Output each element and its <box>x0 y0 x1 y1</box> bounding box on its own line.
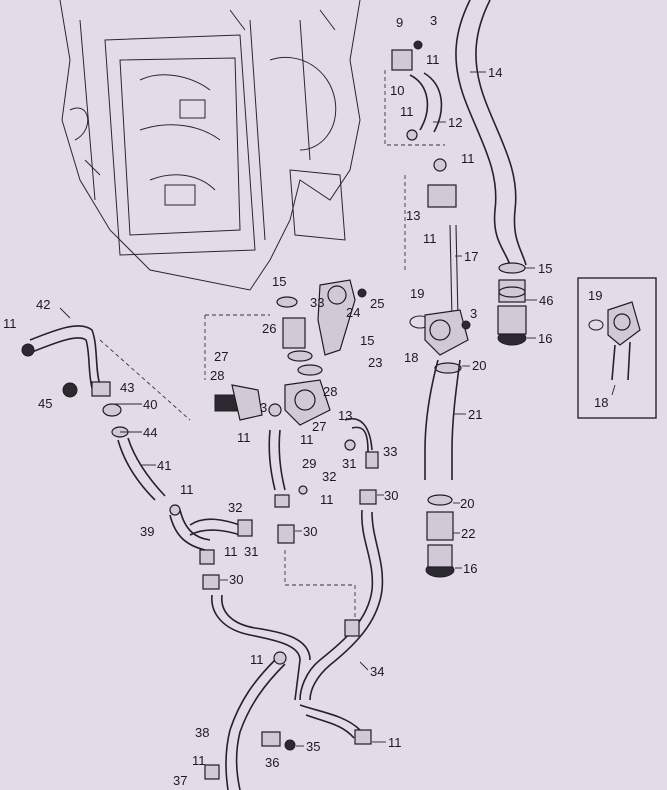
callout-15: 15 <box>538 261 552 276</box>
leader-dashed <box>99 175 406 421</box>
fittings-30 <box>202 489 377 590</box>
callout-40: 40 <box>143 397 157 412</box>
callout-19-inset: 19 <box>588 288 602 303</box>
callout-17: 17 <box>464 249 478 264</box>
callout-9: 9 <box>396 15 403 30</box>
callout-22: 22 <box>461 526 475 541</box>
callout-23: 23 <box>368 355 382 370</box>
callout-19: 19 <box>410 286 424 301</box>
callout-11: 11 <box>224 544 238 559</box>
callout-39: 39 <box>140 524 154 539</box>
callout-25: 25 <box>370 296 384 311</box>
callout-13: 13 <box>406 208 420 223</box>
hose-34 <box>211 509 384 745</box>
callout-10: 10 <box>390 83 404 98</box>
callout-41: 41 <box>157 458 171 473</box>
callout-15: 15 <box>360 333 374 348</box>
callout-34: 34 <box>370 664 384 679</box>
clamp-stack-right <box>497 262 527 346</box>
callout-30: 30 <box>229 572 243 587</box>
callout-36: 36 <box>265 755 279 770</box>
top-fitting <box>391 40 443 141</box>
callout-31: 31 <box>244 544 258 559</box>
callout-11: 11 <box>426 52 440 67</box>
callout-33: 33 <box>310 295 324 310</box>
callout-14: 14 <box>488 65 502 80</box>
callout-11: 11 <box>300 432 314 447</box>
fittings-35-36 <box>261 731 296 751</box>
callout-11: 11 <box>250 652 264 667</box>
callout-11: 11 <box>388 735 402 750</box>
callout-16: 16 <box>463 561 477 576</box>
callout-44: 44 <box>143 425 157 440</box>
engine-block <box>59 0 361 291</box>
callout-21: 21 <box>468 407 482 422</box>
callout-20: 20 <box>472 358 486 373</box>
callout-45: 45 <box>38 396 52 411</box>
callout-18-inset: 18 <box>594 395 608 410</box>
callout-43: 43 <box>120 380 134 395</box>
callout-32: 32 <box>228 500 242 515</box>
callout-11: 11 <box>180 482 194 497</box>
group-outline-top <box>384 70 445 146</box>
center-housings <box>276 279 367 426</box>
small-hoses-center <box>268 418 379 508</box>
group-outline-mid <box>204 314 270 380</box>
callout-28: 28 <box>323 384 337 399</box>
callout-26: 26 <box>262 321 276 336</box>
thermostat-housing <box>409 309 471 356</box>
callout-11: 11 <box>192 753 206 768</box>
callout-15: 15 <box>272 274 286 289</box>
callout-27: 27 <box>214 349 228 364</box>
callout-11: 11 <box>3 316 17 331</box>
callout-11: 11 <box>423 231 437 246</box>
sensor-assembly <box>427 158 459 321</box>
callout-29: 29 <box>302 456 316 471</box>
callout-35: 35 <box>306 739 320 754</box>
callout-18: 18 <box>404 350 418 365</box>
lower-left-hoses <box>204 651 287 790</box>
callout-3: 3 <box>470 306 477 321</box>
hose-41-left <box>21 325 166 501</box>
callout-11: 11 <box>461 151 475 166</box>
callout-31: 31 <box>342 456 356 471</box>
callout-11: 11 <box>400 104 414 119</box>
group-outline-low <box>284 550 356 620</box>
callout-13: 13 <box>338 408 352 423</box>
callout-32: 32 <box>322 469 336 484</box>
callout-28: 28 <box>210 368 224 383</box>
hose-21 <box>424 359 462 578</box>
hose-39 <box>169 504 253 565</box>
callout-27: 27 <box>312 419 326 434</box>
callout-46: 46 <box>539 293 553 308</box>
callout-37: 37 <box>173 773 187 788</box>
callout-33: 33 <box>383 444 397 459</box>
callout-11: 11 <box>237 430 251 445</box>
callout-16: 16 <box>538 331 552 346</box>
callout-20: 20 <box>460 496 474 511</box>
hose-14 <box>455 0 511 266</box>
callout-3: 3 <box>260 400 267 415</box>
callout-3: 3 <box>430 13 437 28</box>
inset-detail-box <box>577 277 657 419</box>
callout-30: 30 <box>384 488 398 503</box>
callout-12: 12 <box>448 115 462 130</box>
leader-lines <box>59 71 616 747</box>
callout-38: 38 <box>195 725 209 740</box>
callout-24: 24 <box>346 305 360 320</box>
left-fitting <box>214 384 282 421</box>
callout-labels: 9 3 11 14 10 11 12 11 13 11 17 15 46 16 … <box>3 13 608 788</box>
callout-11: 11 <box>320 492 334 507</box>
callout-30: 30 <box>303 524 317 539</box>
callout-42: 42 <box>36 297 50 312</box>
